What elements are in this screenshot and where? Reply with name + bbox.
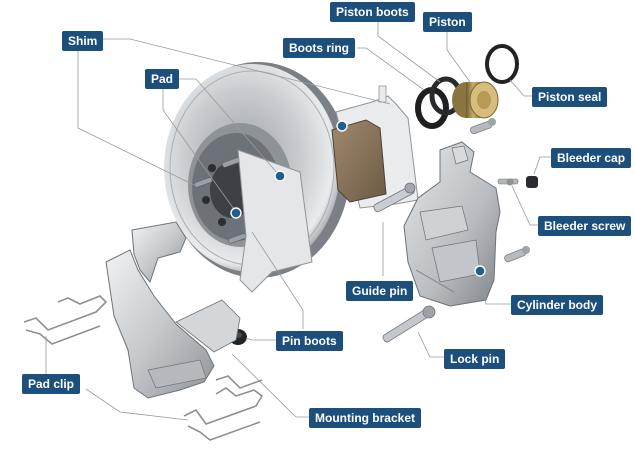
- leader-pad: [175, 78, 279, 175]
- leader-pin-boots-a: [245, 337, 276, 341]
- label-bleeder-cap: Bleeder cap: [551, 148, 632, 168]
- piston-seal-part: [485, 44, 519, 84]
- leader-pad-clip-b: [85, 388, 189, 421]
- pad-clip-lower: [183, 375, 264, 441]
- label-boots-ring: Boots ring: [283, 38, 355, 58]
- bleeder-screw-part: [497, 178, 519, 186]
- leader-lines: [45, 18, 551, 421]
- small-bolt-upper: [470, 118, 496, 135]
- label-piston: Piston: [423, 12, 472, 32]
- leader-piston: [446, 31, 471, 83]
- leader-piston-seal: [509, 79, 532, 97]
- marker-pad: [274, 170, 286, 182]
- shim-tab: [378, 85, 387, 103]
- label-guide-pin: Guide pin: [346, 281, 414, 301]
- label-pin-boots: Pin boots: [276, 331, 343, 351]
- lock-pin-part: [382, 305, 436, 343]
- label-pad-clip: Pad clip: [22, 374, 81, 394]
- label-mounting-bracket: Mounting bracket: [309, 408, 422, 428]
- label-lock-pin: Lock pin: [444, 349, 506, 369]
- leader-pad-inner: [162, 89, 237, 213]
- leader-shim: [103, 38, 391, 105]
- marker-shim-inner: [230, 207, 242, 219]
- leader-boots-ring: [357, 47, 425, 91]
- part-markers: [230, 120, 486, 277]
- inner-shim: [237, 149, 313, 293]
- leader-cylinder-body: [479, 271, 511, 305]
- label-shim: Shim: [62, 31, 104, 51]
- mounting-bracket-part: [105, 221, 241, 399]
- bleeder-cap-part: [526, 176, 538, 188]
- marker-cylinder-body: [474, 265, 486, 277]
- label-piston-seal: Piston seal: [532, 87, 608, 107]
- leader-bleeder-cap: [533, 156, 551, 175]
- piston-part: [452, 81, 499, 119]
- pad-clip-upper: [23, 295, 108, 345]
- leader-bleeder-screw: [511, 185, 538, 226]
- marker-shim-outer: [336, 120, 348, 132]
- label-piston-boots: Piston boots: [330, 2, 415, 22]
- leader-mounting-bracket: [231, 353, 309, 418]
- leader-lock-pin: [417, 331, 444, 358]
- label-bleeder-screw: Bleeder screw: [538, 216, 632, 236]
- label-cylinder-body: Cylinder body: [511, 295, 604, 315]
- leader-pin-boots-b: [251, 231, 304, 329]
- brake-pad: [331, 119, 387, 203]
- cylinder-body-part: [403, 141, 501, 307]
- label-pad: Pad: [145, 69, 180, 89]
- small-bolt-right: [504, 246, 530, 263]
- guide-pin-part: [373, 182, 416, 213]
